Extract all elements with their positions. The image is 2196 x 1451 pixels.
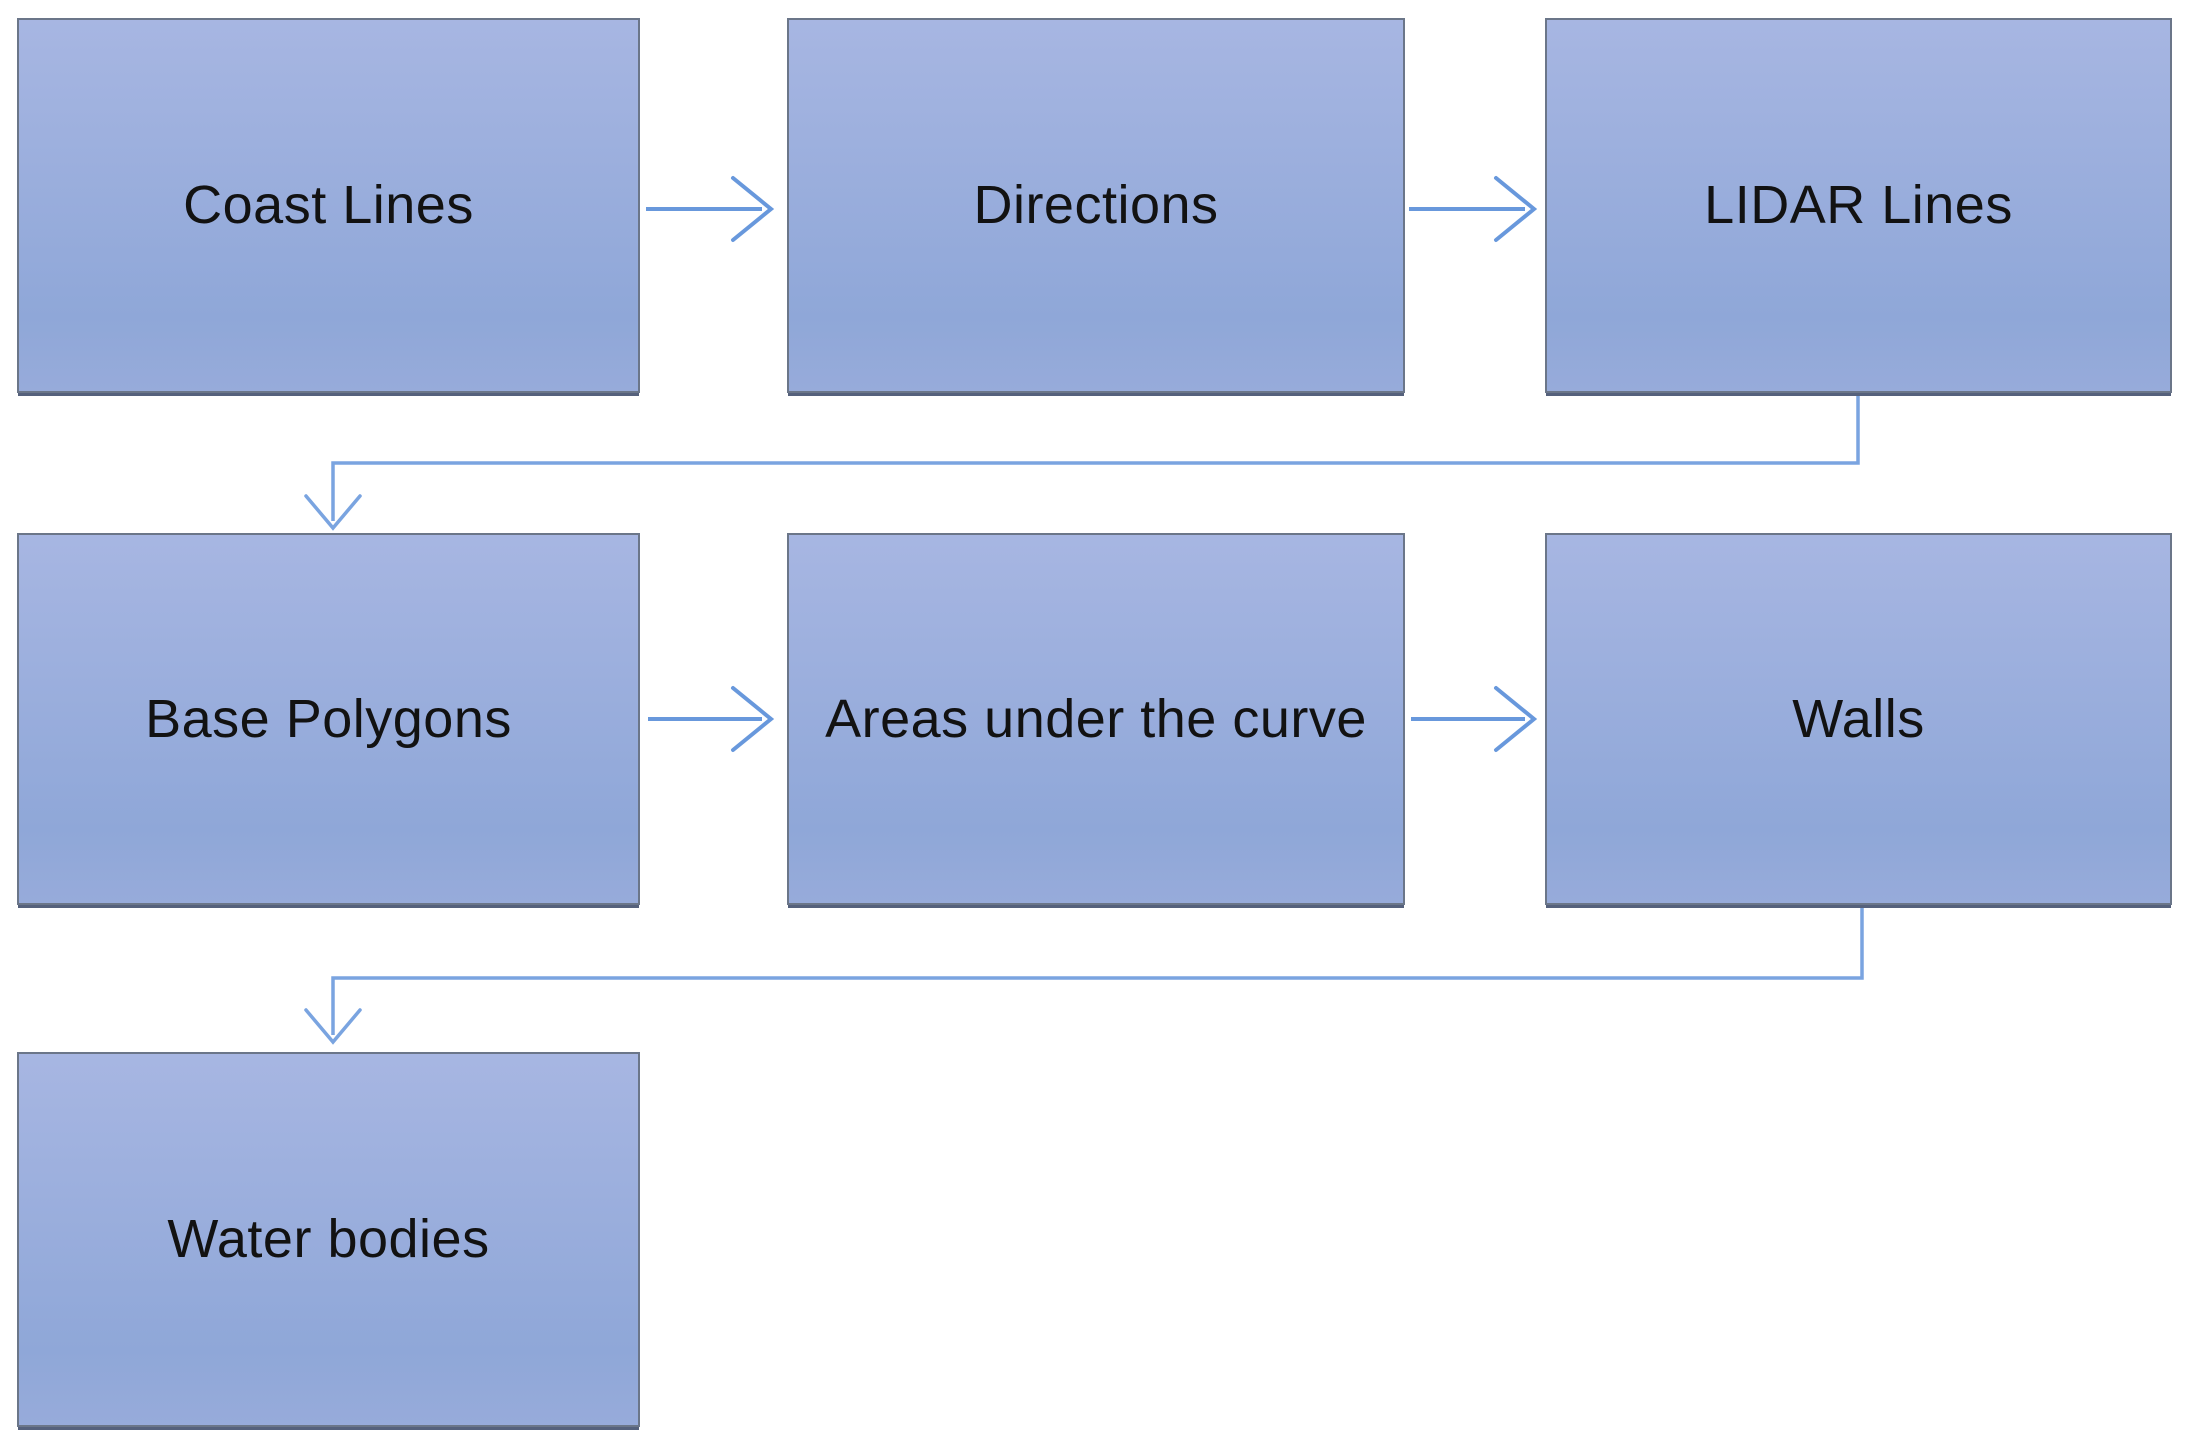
flowchart-node-base-polygons: Base Polygons xyxy=(17,533,640,905)
flowchart-node-water-bodies: Water bodies xyxy=(17,1052,640,1427)
arrow-areas-under-the-curve-to-walls xyxy=(1411,686,1538,752)
arrow-coast-lines-to-directions xyxy=(646,176,775,242)
node-label-directions: Directions xyxy=(973,175,1219,236)
connector-lidar-lines-to-base-polygons xyxy=(304,395,1860,531)
flowchart-node-directions: Directions xyxy=(787,18,1405,393)
arrow-directions-to-lidar-lines xyxy=(1409,176,1538,242)
connector-walls-to-water-bodies xyxy=(304,907,1864,1045)
node-label-lidar-lines: LIDAR Lines xyxy=(1704,175,2013,236)
node-label-base-polygons: Base Polygons xyxy=(145,688,512,749)
node-label-walls: Walls xyxy=(1792,688,1925,749)
node-label-coast-lines: Coast Lines xyxy=(183,175,474,236)
flowchart-node-walls: Walls xyxy=(1545,533,2172,905)
flowchart-node-lidar-lines: LIDAR Lines xyxy=(1545,18,2172,393)
flowchart-node-areas-under-the-curve: Areas under the curve xyxy=(787,533,1405,905)
flowchart-node-coast-lines: Coast Lines xyxy=(17,18,640,393)
node-label-areas-under-the-curve: Areas under the curve xyxy=(825,688,1367,749)
node-label-water-bodies: Water bodies xyxy=(167,1209,490,1270)
arrow-base-polygons-to-areas-under-the-curve xyxy=(648,686,775,752)
